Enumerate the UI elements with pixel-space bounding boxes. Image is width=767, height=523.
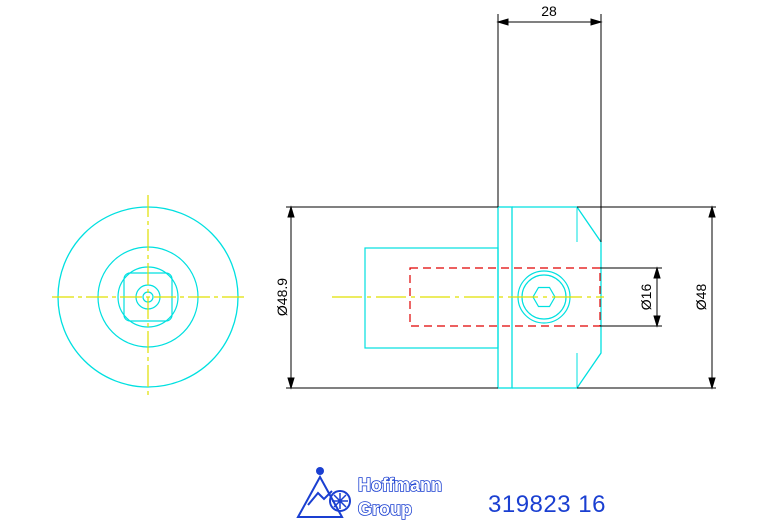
dim-48-arrow-bottom — [708, 377, 716, 390]
dim-16-arrow-top — [653, 266, 661, 279]
part-number: 319823 16 — [488, 491, 606, 518]
dim-28-arrow-left — [496, 18, 509, 26]
hoffmann-group-logo: Hoffmann Group — [296, 467, 443, 520]
dimensions — [286, 14, 716, 390]
dim-489-arrow-top — [287, 205, 295, 218]
dim-28-arrow-right — [590, 18, 603, 26]
dim-16-label: Ø16 — [638, 284, 654, 311]
end-view — [52, 195, 244, 398]
dim-489-arrow-bottom — [287, 377, 295, 390]
logo-text-line2: Group — [358, 499, 412, 519]
dim-48-label: Ø48 — [693, 284, 709, 311]
logo-text-line1: Hoffmann — [358, 475, 442, 495]
dim-48-arrow-top — [708, 205, 716, 218]
dim-28-label: 28 — [541, 3, 557, 19]
logo-emblem-icon — [296, 467, 351, 518]
dim-16-arrow-bottom — [653, 315, 661, 328]
shank-outline — [364, 247, 499, 349]
hidden-bore — [409, 267, 601, 327]
dim-489-label: Ø48.9 — [274, 278, 290, 316]
side-view — [332, 206, 604, 389]
